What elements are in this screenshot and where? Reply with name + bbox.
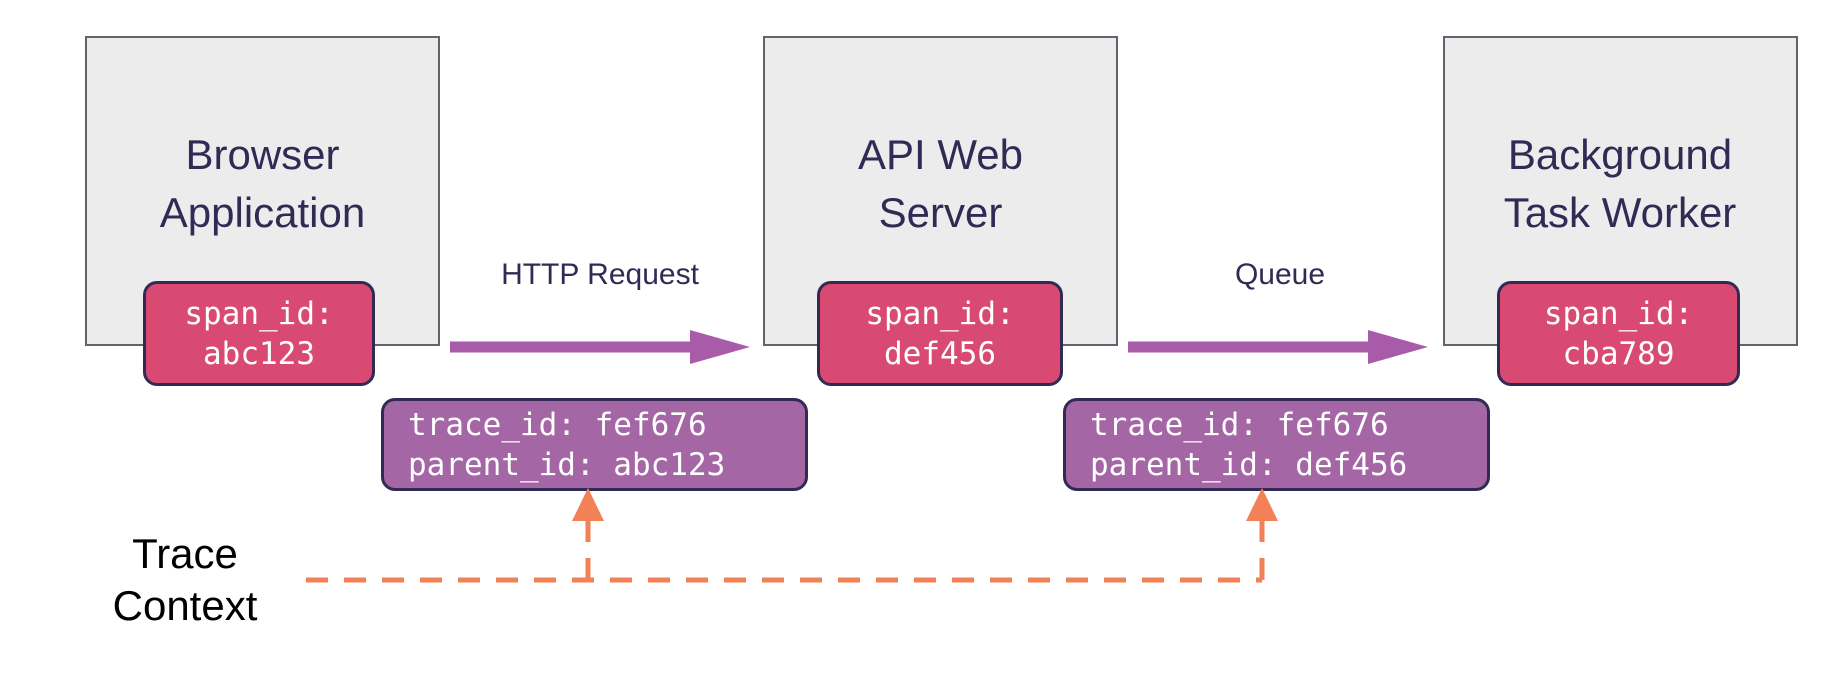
trace-arrowhead-right <box>1246 488 1278 521</box>
service-title-background-task-worker: Background Task Worker <box>1503 131 1737 236</box>
span-badge-api-web-server[interactable]: span_id: def456 <box>817 281 1063 386</box>
span-badge-background-task-worker[interactable]: span_id: cba789 <box>1497 281 1740 386</box>
flow-arrow-http-request <box>450 330 750 364</box>
flow-label-http-request: HTTP Request <box>501 258 699 291</box>
service-title-api-web-server: API Web Server <box>858 131 1023 236</box>
trace-context-label: Trace Context <box>112 530 258 629</box>
flow-arrow-queue <box>1128 330 1428 364</box>
trace-arrowhead-left <box>572 488 604 521</box>
span-badge-browser[interactable]: span_id: abc123 <box>143 281 375 386</box>
service-title-browser: Browser Application <box>159 131 366 236</box>
context-box-queue[interactable]: trace_id: fef676 parent_id: def456 <box>1063 398 1490 491</box>
flow-label-queue: Queue <box>1234 258 1326 291</box>
context-box-http-request[interactable]: trace_id: fef676 parent_id: abc123 <box>381 398 808 491</box>
